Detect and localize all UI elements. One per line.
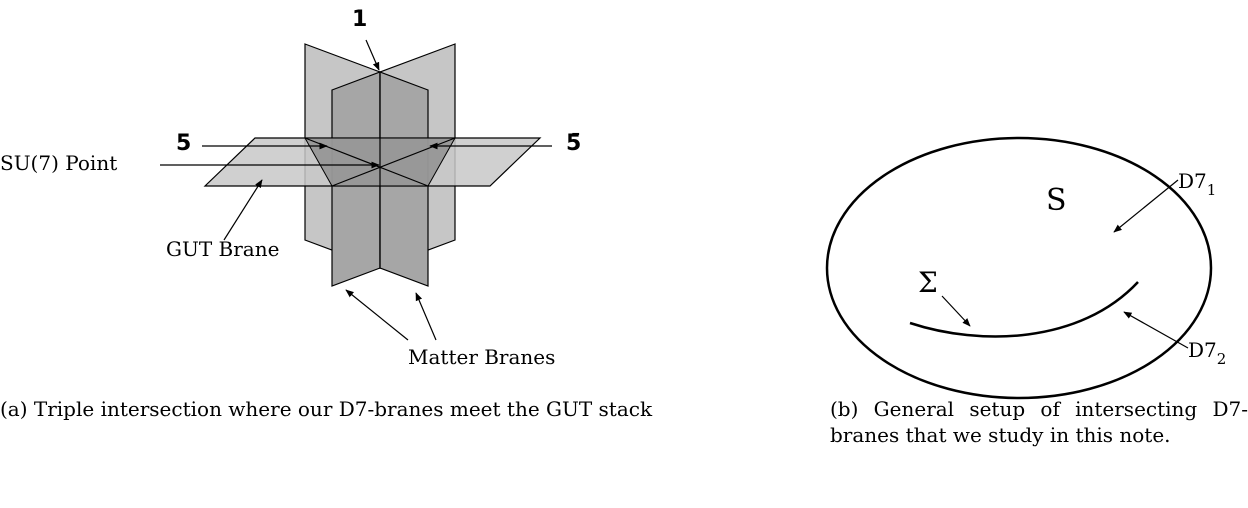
curve-sigma	[909, 281, 1139, 338]
label-five: 5	[176, 131, 191, 156]
surface-s-outline	[825, 136, 1213, 400]
label-matter-branes: Matter Branes	[408, 345, 555, 369]
label-d7-1: D71	[1178, 169, 1216, 199]
arrow-d7-2	[1123, 311, 1189, 349]
label-gut-brane: GUT Brane	[166, 237, 279, 261]
label-d7-2-base: D7	[1188, 338, 1217, 362]
arrow-singlet	[365, 39, 380, 71]
label-d7-1-sub: 1	[1207, 181, 1217, 199]
label-singlet: 1	[352, 7, 367, 32]
caption-a: (a) Triple intersection where our D7-bra…	[0, 397, 653, 421]
label-d7-1-base: D7	[1178, 169, 1207, 193]
label-d7-2-sub: 2	[1217, 350, 1227, 368]
arrow-gut	[223, 179, 263, 241]
arrow-matter-1	[345, 289, 409, 341]
label-d7-2: D72	[1188, 338, 1226, 368]
panel-a-diagram: 1 5 5̄ SU(7) Point GUT Brane Matter Bran…	[0, 7, 581, 369]
panel-b-diagram: S Σ D71 D72	[825, 136, 1226, 400]
label-fivebar: 5̄	[566, 131, 581, 156]
label-sigma: Σ	[918, 266, 938, 299]
label-s: S	[1046, 183, 1067, 218]
arrow-sigma	[941, 295, 971, 327]
arrow-d7-1	[1113, 179, 1179, 233]
arrow-matter-2	[415, 292, 437, 341]
label-su7-point: SU(7) Point	[0, 151, 117, 175]
caption-b: (b) General setup of intersecting D7-bra…	[830, 397, 1248, 447]
